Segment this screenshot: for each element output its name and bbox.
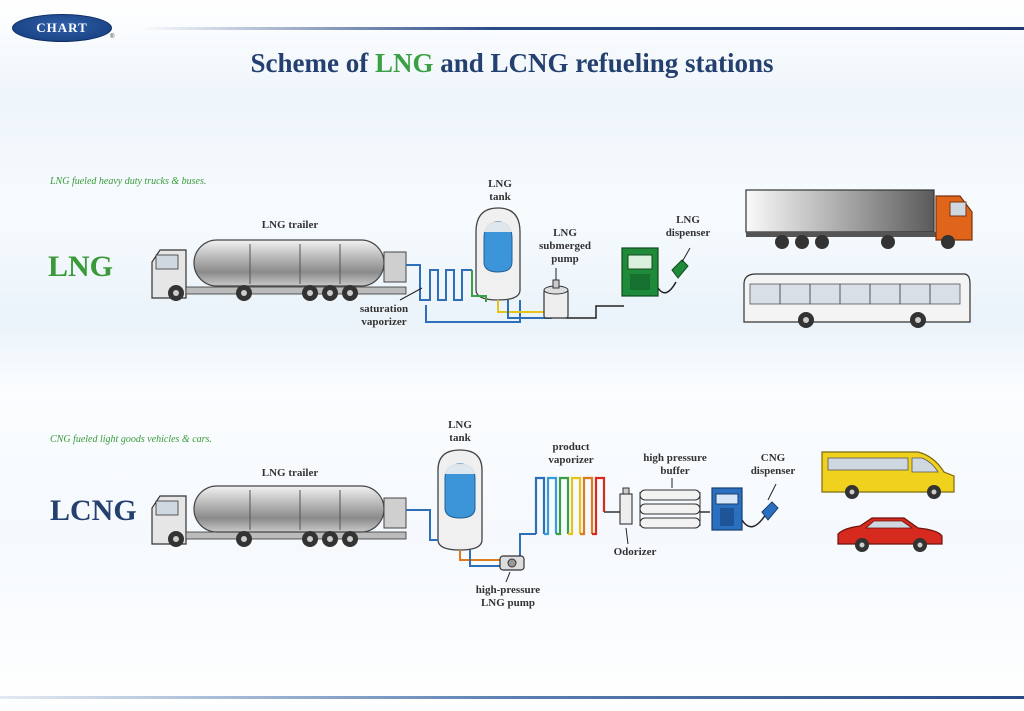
- submerged-pump: [543, 279, 569, 319]
- top-rule: [140, 27, 1024, 30]
- lng-trailer-truck: [151, 239, 407, 301]
- high-pressure-buffer: [639, 489, 701, 529]
- logo-text: CHART: [36, 20, 88, 35]
- product-vaporizer: [534, 476, 606, 536]
- lng-heading: LNG: [48, 250, 114, 283]
- bottom-rule: [0, 696, 1024, 699]
- lcng-trailer-label: LNG trailer: [261, 467, 319, 479]
- hp-buffer-label: high pressure buffer: [643, 452, 707, 477]
- lcng-trailer-truck: [151, 485, 407, 547]
- bus-icon: [743, 273, 971, 328]
- odorizer-label: Odorizer: [613, 546, 657, 558]
- title-prefix: Scheme of: [250, 48, 375, 78]
- lng-trailer-label: LNG trailer: [261, 219, 319, 231]
- registered-mark: ®: [110, 34, 115, 40]
- lng-pump-label: LNG submerged pump: [539, 227, 591, 265]
- high-pressure-pump: [499, 555, 525, 571]
- dispenser-pointer: [681, 247, 691, 263]
- vaporizer-pointer: [399, 287, 423, 301]
- car-icon: [837, 517, 943, 552]
- van-icon: [821, 451, 955, 499]
- lcng-tank-label: LNG tank: [448, 419, 472, 444]
- page-title: Scheme of LNG and LCNG refueling station…: [0, 48, 1024, 79]
- lng-tank-lng-row: [475, 207, 521, 301]
- odorizer-pointer: [625, 527, 629, 545]
- lng-note: LNG fueled heavy duty trucks & buses.: [50, 176, 207, 187]
- lcng-note: CNG fueled light goods vehicles & cars.: [50, 434, 212, 445]
- odorizer: [619, 487, 633, 525]
- lng-dispenser: [621, 247, 689, 297]
- product-vaporizer-label: product vaporizer: [548, 441, 594, 466]
- cng-dispenser: [711, 487, 779, 531]
- lng-dispenser-label: LNG dispenser: [665, 214, 711, 239]
- cng-dispenser-pointer: [767, 483, 777, 501]
- title-lcng: LCNG: [490, 48, 569, 78]
- saturation-vaporizer-label: saturation vaporizer: [359, 303, 409, 328]
- hp-pump-label: high-pressure LNG pump: [475, 584, 541, 609]
- cng-dispenser-label: CNG dispenser: [750, 452, 796, 477]
- chart-logo: CHART: [12, 14, 112, 42]
- title-lng: LNG: [374, 48, 434, 78]
- lcng-row-pipes: [406, 509, 767, 567]
- title-middle: and: [433, 48, 491, 78]
- lng-tank-lcng-row: [437, 449, 483, 551]
- heavy-truck-icon: [745, 189, 973, 249]
- lng-tank-label: LNG tank: [488, 178, 512, 203]
- lcng-heading: LCNG: [50, 494, 137, 527]
- hp-pump-pointer: [505, 571, 511, 583]
- title-suffix: refueling stations: [568, 48, 774, 78]
